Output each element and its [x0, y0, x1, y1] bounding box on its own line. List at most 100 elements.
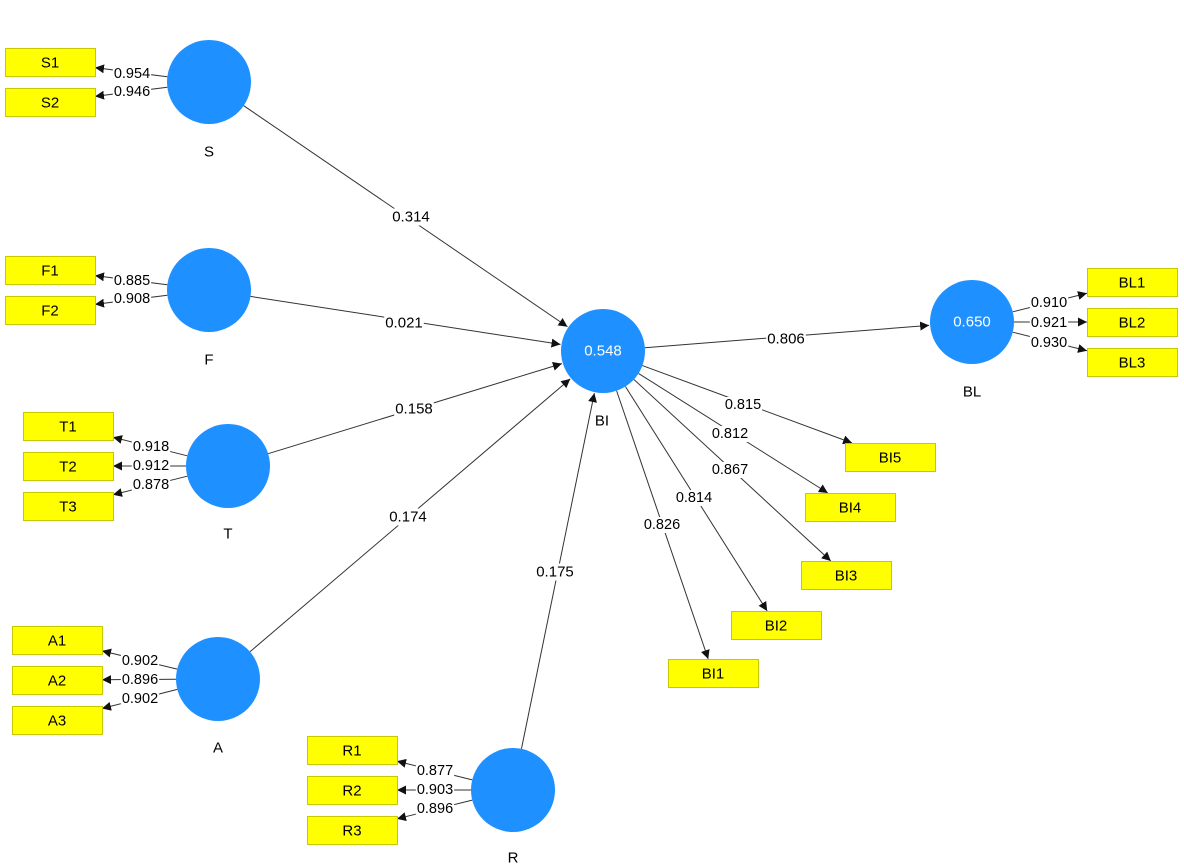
r-squared-value: 0.650	[953, 314, 991, 331]
indicator-r2[interactable]: R2	[307, 776, 398, 805]
indicator-box	[5, 88, 96, 117]
indicator-box	[845, 443, 936, 472]
loading-value-t2: 0.912	[133, 458, 169, 474]
indicator-t1[interactable]: T1	[23, 412, 114, 441]
path-coef-s-bi: 0.314	[392, 209, 430, 226]
indicator-box	[12, 626, 103, 655]
loading-value-r1: 0.877	[417, 763, 453, 779]
indicator-label: T3	[59, 499, 77, 516]
indicator-box	[23, 452, 114, 481]
loading-value-a1: 0.902	[122, 653, 158, 669]
indicator-box	[1087, 308, 1178, 337]
latent-name: BI	[595, 413, 609, 430]
indicator-bl1[interactable]: BL1	[1087, 268, 1178, 297]
loading-value-s1-bg	[112, 66, 152, 82]
path-coef-f-bi-bg	[384, 314, 424, 332]
indicator-box	[731, 611, 822, 640]
loading-value-s2-bg	[112, 84, 152, 100]
indicator-label: T1	[59, 419, 77, 436]
indicator-label: T2	[59, 459, 77, 476]
indicator-box	[23, 412, 114, 441]
loading-value-a2: 0.896	[122, 672, 158, 688]
indicator-t2[interactable]: T2	[23, 452, 114, 481]
indicator-t3[interactable]: T3	[23, 492, 114, 521]
indicator-label: BL2	[1119, 315, 1146, 332]
loading-value-bl3-bg	[1029, 335, 1069, 351]
latent-name: R	[508, 850, 519, 867]
loading-value-a1-bg	[120, 653, 160, 669]
latent-a[interactable]: A	[176, 637, 260, 757]
loading-value-bi2: 0.814	[676, 490, 712, 506]
path-coef-t-bi: 0.158	[395, 401, 433, 418]
indicator-label: R2	[342, 783, 361, 800]
indicator-label: A2	[48, 673, 66, 690]
loading-value-s1: 0.954	[114, 66, 150, 82]
latent-s[interactable]: S	[167, 40, 251, 161]
loading-value-t2-bg	[131, 458, 171, 474]
loading-value-r2-bg	[415, 782, 455, 798]
loading-value-t1: 0.918	[133, 439, 169, 455]
indicator-s2[interactable]: S2	[5, 88, 96, 117]
latent-name: S	[204, 144, 214, 161]
loading-value-bi2-bg	[674, 490, 714, 506]
indicator-s1[interactable]: S1	[5, 48, 96, 77]
path-coef-r-bi: 0.175	[536, 564, 574, 581]
indicator-box	[12, 666, 103, 695]
indicator-box	[307, 816, 398, 845]
latent-f[interactable]: F	[167, 248, 251, 369]
loading-value-a3: 0.902	[122, 691, 158, 707]
loading-value-f1-bg	[112, 273, 152, 289]
indicator-box	[23, 492, 114, 521]
indicator-r3[interactable]: R3	[307, 816, 398, 845]
path-coef-s-bi-bg	[391, 208, 431, 226]
latent-circle	[167, 248, 251, 332]
indicator-label: R3	[342, 823, 361, 840]
indicator-label: A3	[48, 713, 66, 730]
indicator-a3[interactable]: A3	[12, 706, 103, 735]
loading-value-bl2-bg	[1029, 315, 1069, 331]
loading-value-f2: 0.908	[114, 291, 150, 307]
latent-r[interactable]: R	[471, 748, 555, 867]
loading-value-bl1-bg	[1029, 295, 1069, 311]
indicator-bi1[interactable]: BI1	[668, 659, 759, 688]
indicator-label: BL1	[1119, 275, 1146, 292]
indicator-box	[1087, 348, 1178, 377]
indicator-box	[5, 256, 96, 285]
indicator-box	[668, 659, 759, 688]
latent-circle	[930, 280, 1014, 364]
latent-circle	[167, 40, 251, 124]
latent-name: BL	[963, 384, 981, 401]
indicator-a2[interactable]: A2	[12, 666, 103, 695]
indicator-f1[interactable]: F1	[5, 256, 96, 285]
latent-circle	[176, 637, 260, 721]
indicator-box	[5, 48, 96, 77]
indicator-bi3[interactable]: BI3	[801, 561, 892, 590]
indicator-f2[interactable]: F2	[5, 296, 96, 325]
loading-value-r2: 0.903	[417, 782, 453, 798]
indicator-box	[12, 706, 103, 735]
indicator-bl3[interactable]: BL3	[1087, 348, 1178, 377]
latent-t[interactable]: T	[186, 424, 270, 543]
path-coef-a-bi: 0.174	[389, 509, 427, 526]
indicator-a1[interactable]: A1	[12, 626, 103, 655]
indicator-bi2[interactable]: BI2	[731, 611, 822, 640]
indicator-bi5[interactable]: BI5	[845, 443, 936, 472]
indicator-label: BI3	[835, 568, 858, 585]
path-coef-bi-bl-bg	[766, 330, 806, 348]
path-coef-r-bi-bg	[535, 563, 575, 581]
latent-circle	[186, 424, 270, 508]
indicator-bl2[interactable]: BL2	[1087, 308, 1178, 337]
loading-value-r3: 0.896	[417, 801, 453, 817]
indicator-label: A1	[48, 633, 66, 650]
indicator-r1[interactable]: R1	[307, 736, 398, 765]
r-squared-value: 0.548	[584, 343, 622, 360]
loading-value-bi5: 0.815	[725, 397, 761, 413]
path-coef-bi-bl: 0.806	[767, 331, 805, 348]
indicator-label: F2	[41, 303, 59, 320]
loading-value-bl3: 0.930	[1031, 335, 1067, 351]
path-coef-t-bi-bg	[394, 400, 434, 418]
indicator-bi4[interactable]: BI4	[805, 493, 896, 522]
